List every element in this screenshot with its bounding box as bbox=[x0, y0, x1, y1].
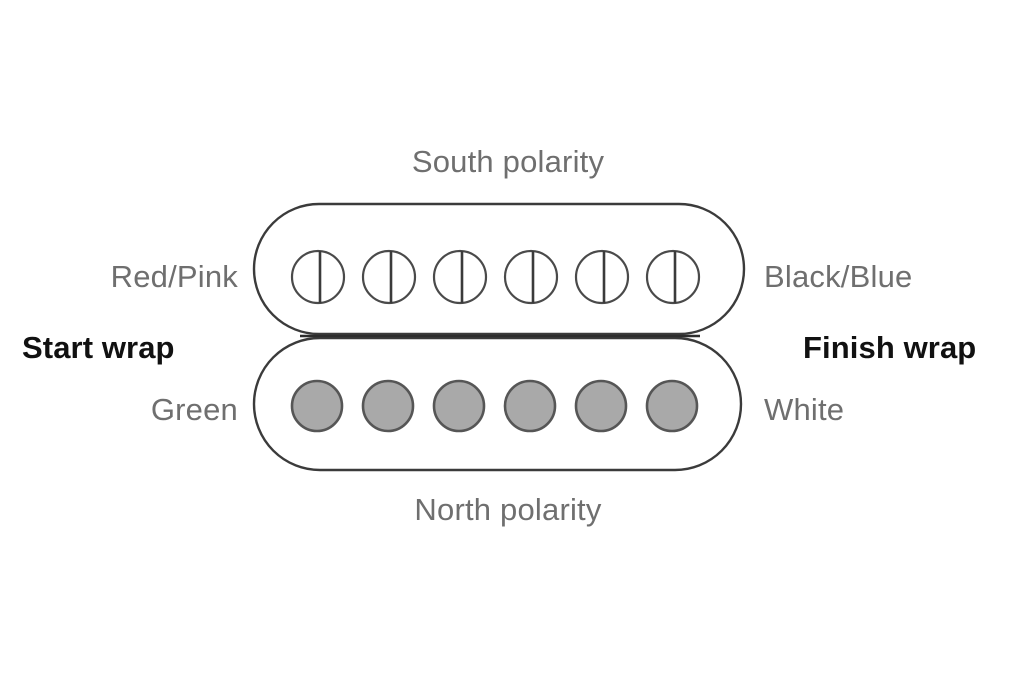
pole-piece-slug-3 bbox=[432, 379, 486, 433]
pole-piece-slug-1 bbox=[290, 379, 344, 433]
label-lead-white: White bbox=[764, 392, 845, 427]
pole-piece-slug-5 bbox=[574, 379, 628, 433]
pole-piece-screw-5 bbox=[574, 249, 630, 305]
label-south-polarity: South polarity bbox=[411, 144, 605, 179]
bottom-coil-outline bbox=[252, 336, 743, 472]
pole-piece-screw-3 bbox=[432, 249, 488, 305]
pole-piece-screw-6 bbox=[645, 249, 701, 305]
top-coil-outline bbox=[252, 202, 746, 336]
label-lead-green: Green bbox=[150, 392, 238, 427]
pole-piece-slug-4 bbox=[503, 379, 557, 433]
top-coil-bobbin bbox=[252, 202, 746, 336]
pole-piece-slug-2 bbox=[361, 379, 415, 433]
label-finish-wrap: Finish wrap bbox=[803, 330, 977, 365]
pole-piece-slug-6 bbox=[645, 379, 699, 433]
label-lead-red-pink: Red/Pink bbox=[110, 259, 238, 294]
bottom-coil-pole-pieces bbox=[290, 379, 699, 433]
pole-piece-screw-2 bbox=[361, 249, 417, 305]
pole-piece-screw-4 bbox=[503, 249, 559, 305]
pole-piece-screw-1 bbox=[290, 249, 346, 305]
label-start-wrap: Start wrap bbox=[22, 330, 175, 365]
top-coil-pole-pieces bbox=[290, 249, 701, 305]
label-north-polarity: North polarity bbox=[414, 492, 602, 527]
bottom-coil-bobbin bbox=[252, 336, 743, 472]
label-lead-black-blue: Black/Blue bbox=[764, 259, 913, 294]
